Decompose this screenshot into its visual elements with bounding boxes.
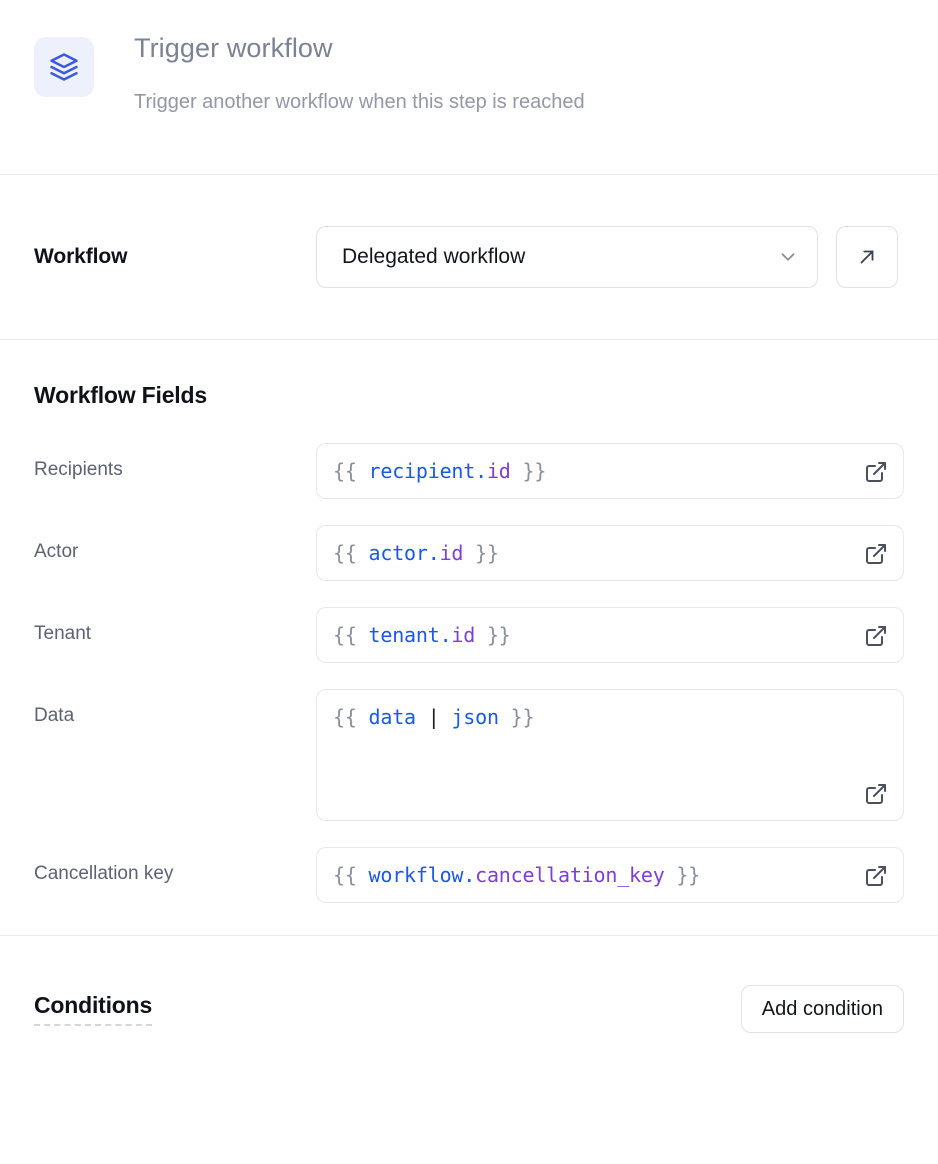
token-dot: . xyxy=(428,541,440,565)
external-link-icon[interactable] xyxy=(864,542,888,566)
token-fn: json xyxy=(451,705,498,729)
workflow-field-input[interactable]: {{ workflow.cancellation_key }} xyxy=(316,847,904,903)
token-prop: cancellation_key xyxy=(475,863,664,887)
token-obj: actor xyxy=(369,541,428,565)
token-obj: data xyxy=(369,705,416,729)
workflow-field-input[interactable]: {{ tenant.id }} xyxy=(316,607,904,663)
token-dot: . xyxy=(463,863,475,887)
token-obj: recipient xyxy=(369,459,476,483)
liquid-template-value: {{ data | json }} xyxy=(333,703,851,731)
workflow-field-row: Recipients {{ recipient.id }} xyxy=(34,443,904,499)
chevron-down-icon xyxy=(777,246,799,268)
page-subtitle: Trigger another workflow when this step … xyxy=(134,90,585,114)
workflow-fields-list: Recipients{{ recipient.id }}Actor{{ acto… xyxy=(34,443,904,903)
token-obj: tenant xyxy=(369,623,440,647)
step-header: Trigger workflow Trigger another workflo… xyxy=(0,0,938,174)
workflow-select-group: Delegated workflow xyxy=(316,226,904,288)
token-brace: }} xyxy=(511,459,547,483)
token-brace: {{ xyxy=(333,863,369,887)
token-brace xyxy=(416,705,428,729)
workflow-label: Workflow xyxy=(34,245,316,269)
external-link-icon[interactable] xyxy=(864,624,888,648)
token-prop: id xyxy=(451,623,475,647)
workflow-field-row: Data {{ data | json }} xyxy=(34,689,904,821)
workflow-field-input[interactable]: {{ actor.id }} xyxy=(316,525,904,581)
external-link-icon[interactable] xyxy=(864,460,888,484)
liquid-template-value: {{ actor.id }} xyxy=(333,539,851,567)
token-brace: }} xyxy=(499,705,535,729)
token-brace: {{ xyxy=(333,459,369,483)
token-brace: }} xyxy=(463,541,499,565)
external-link-icon[interactable] xyxy=(864,864,888,888)
workflow-field-row: Cancellation key {{ workflow.cancellation… xyxy=(34,847,904,903)
workflow-field-label: Recipients xyxy=(34,443,316,482)
conditions-section: Conditions Add condition xyxy=(0,936,938,1082)
arrow-up-right-icon xyxy=(856,246,878,268)
token-obj: workflow xyxy=(369,863,464,887)
workflow-field-label: Tenant xyxy=(34,607,316,646)
workflow-field-input[interactable]: {{ recipient.id }} xyxy=(316,443,904,499)
layers-stack-icon xyxy=(34,37,94,97)
workflow-field-input[interactable]: {{ data | json }} xyxy=(316,689,904,821)
workflow-field-label: Cancellation key xyxy=(34,847,316,886)
token-brace: }} xyxy=(665,863,701,887)
token-prop: id xyxy=(440,541,464,565)
workflow-select[interactable]: Delegated workflow xyxy=(316,226,818,288)
workflow-fields-heading: Workflow Fields xyxy=(34,382,904,409)
token-brace: }} xyxy=(475,623,511,647)
add-condition-button[interactable]: Add condition xyxy=(741,985,904,1033)
step-header-text: Trigger workflow Trigger another workflo… xyxy=(134,33,585,114)
token-brace: {{ xyxy=(333,623,369,647)
liquid-template-value: {{ workflow.cancellation_key }} xyxy=(333,861,851,889)
token-dot: . xyxy=(440,623,452,647)
token-dot: . xyxy=(475,459,487,483)
workflow-select-value: Delegated workflow xyxy=(342,245,525,269)
workflow-field-label: Data xyxy=(34,689,316,728)
token-brace: {{ xyxy=(333,541,369,565)
workflow-section: Workflow Delegated workflow xyxy=(0,175,938,339)
token-pipe: | xyxy=(428,705,440,729)
external-link-icon[interactable] xyxy=(864,782,888,806)
token-prop: id xyxy=(487,459,511,483)
liquid-template-value: {{ recipient.id }} xyxy=(333,457,851,485)
conditions-title: Conditions xyxy=(34,992,152,1026)
token-brace: {{ xyxy=(333,705,369,729)
liquid-template-value: {{ tenant.id }} xyxy=(333,621,851,649)
open-workflow-button[interactable] xyxy=(836,226,898,288)
workflow-field-row: Tenant {{ tenant.id }} xyxy=(34,607,904,663)
token-brace xyxy=(440,705,452,729)
workflow-fields-section: Workflow Fields Recipients{{ recipient.i… xyxy=(0,340,938,935)
workflow-field-row: Actor {{ actor.id }} xyxy=(34,525,904,581)
page-title: Trigger workflow xyxy=(134,33,585,64)
workflow-field-label: Actor xyxy=(34,525,316,564)
